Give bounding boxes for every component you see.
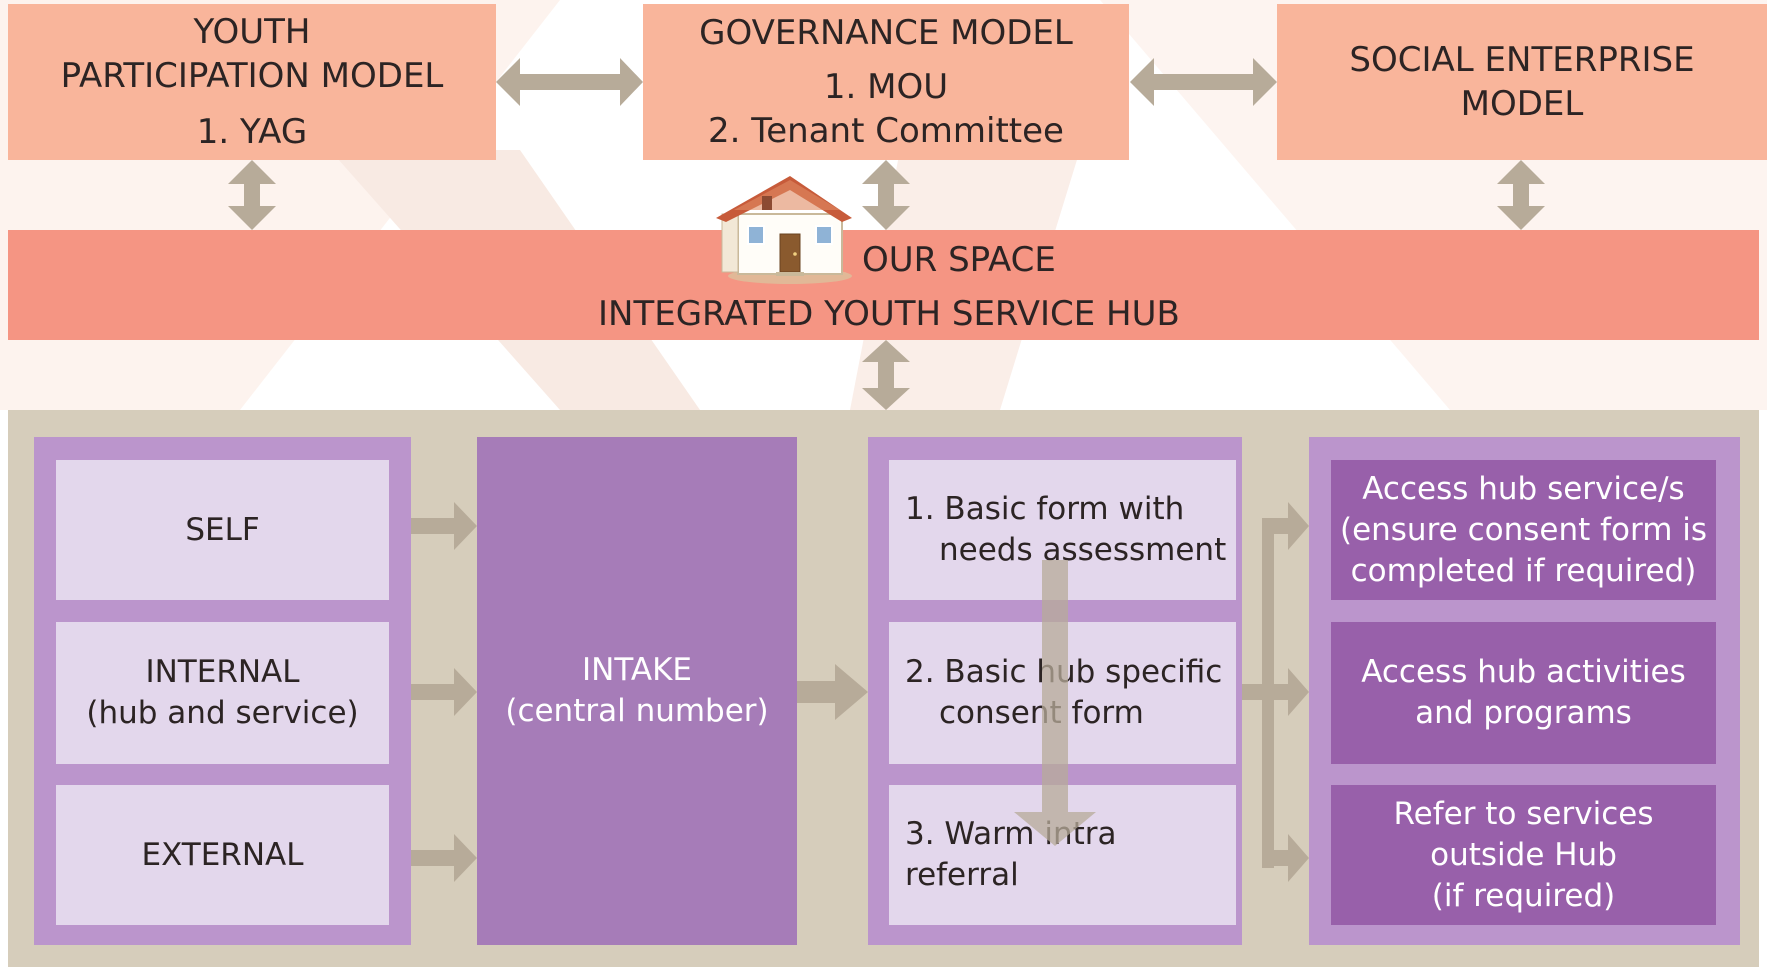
outcome-3-line1: Refer to services (1393, 795, 1654, 832)
outcome-refer-outside-box: Refer to services outside Hub (if requir… (1331, 785, 1716, 925)
double-arrow-social-hub (1497, 160, 1545, 230)
hub-title: OUR SPACE (862, 240, 1056, 280)
double-arrow-governance-social (1130, 58, 1277, 106)
governance-model-box: GOVERNANCE MODEL 1. MOU 2. Tenant Commit… (643, 4, 1129, 160)
source-self-box: SELF (56, 460, 389, 600)
source-external-label: EXTERNAL (141, 836, 304, 873)
governance-model-title: GOVERNANCE MODEL (699, 13, 1073, 53)
double-arrow-hub-pathway (862, 340, 910, 410)
source-internal-label: INTERNAL (145, 654, 300, 690)
youth-model-item: 1. YAG (196, 112, 308, 152)
governance-model-item-1: 1. MOU (823, 67, 949, 107)
double-arrow-youth-hub (228, 160, 276, 230)
youth-model-title-line2: PARTICIPATION MODEL (60, 56, 444, 96)
youth-participation-model-box: YOUTH PARTICIPATION MODEL 1. YAG (8, 4, 496, 160)
step-1-line1: 1. Basic form with (905, 491, 1185, 527)
arrow-self-to-intake (411, 502, 477, 550)
arrow-external-to-intake (411, 834, 477, 882)
intake-sublabel: (central number) (505, 693, 769, 729)
arrow-intake-to-steps (797, 664, 868, 720)
outcome-2-line1: Access hub activities (1361, 654, 1686, 690)
outcome-access-services-box: Access hub service/s (ensure consent for… (1331, 460, 1716, 600)
arrow-to-outcome-2 (1262, 668, 1309, 716)
branch-trunk (1242, 684, 1262, 700)
intake-label: INTAKE (582, 652, 692, 688)
source-external-box: EXTERNAL (56, 785, 389, 925)
outcome-1-line1: Access hub service/s (1362, 470, 1685, 507)
arrow-to-outcome-1 (1262, 502, 1309, 550)
step-1-line2: needs assessment (939, 532, 1227, 568)
outcome-2-line2: and programs (1415, 695, 1632, 731)
outcome-1-line3: completed if required) (1350, 552, 1697, 589)
double-arrow-governance-hub (862, 160, 910, 230)
social-model-title-line2: MODEL (1460, 84, 1584, 124)
outcome-1-line2: (ensure consent form is (1339, 511, 1708, 548)
social-enterprise-model-box: SOCIAL ENTERPRISE MODEL (1277, 4, 1767, 160)
outcome-access-activities-box: Access hub activities and programs (1331, 622, 1716, 764)
intake-box: INTAKE (central number) (477, 437, 797, 945)
arrow-internal-to-intake (411, 668, 477, 716)
steps-flow-down-arrow (1014, 560, 1096, 846)
source-internal-sublabel: (hub and service) (86, 695, 359, 731)
integrated-hub-band: OUR SPACE INTEGRATED YOUTH SERVICE HUB (8, 230, 1759, 340)
step-2-line2: consent form (939, 695, 1144, 731)
social-model-title-line1: SOCIAL ENTERPRISE (1349, 40, 1695, 80)
outcome-3-line3: (if required) (1431, 877, 1616, 914)
hub-subtitle: INTEGRATED YOUTH SERVICE HUB (598, 294, 1180, 334)
youth-model-title-line1: YOUTH (193, 12, 311, 52)
source-internal-box: INTERNAL (hub and service) (56, 622, 389, 764)
double-arrow-youth-governance (496, 58, 643, 106)
house-icon (716, 176, 852, 284)
source-self-label: SELF (185, 511, 260, 548)
arrow-to-outcome-3 (1262, 834, 1309, 882)
governance-model-item-2: 2. Tenant Committee (708, 111, 1064, 151)
outcome-3-line2: outside Hub (1430, 836, 1617, 873)
